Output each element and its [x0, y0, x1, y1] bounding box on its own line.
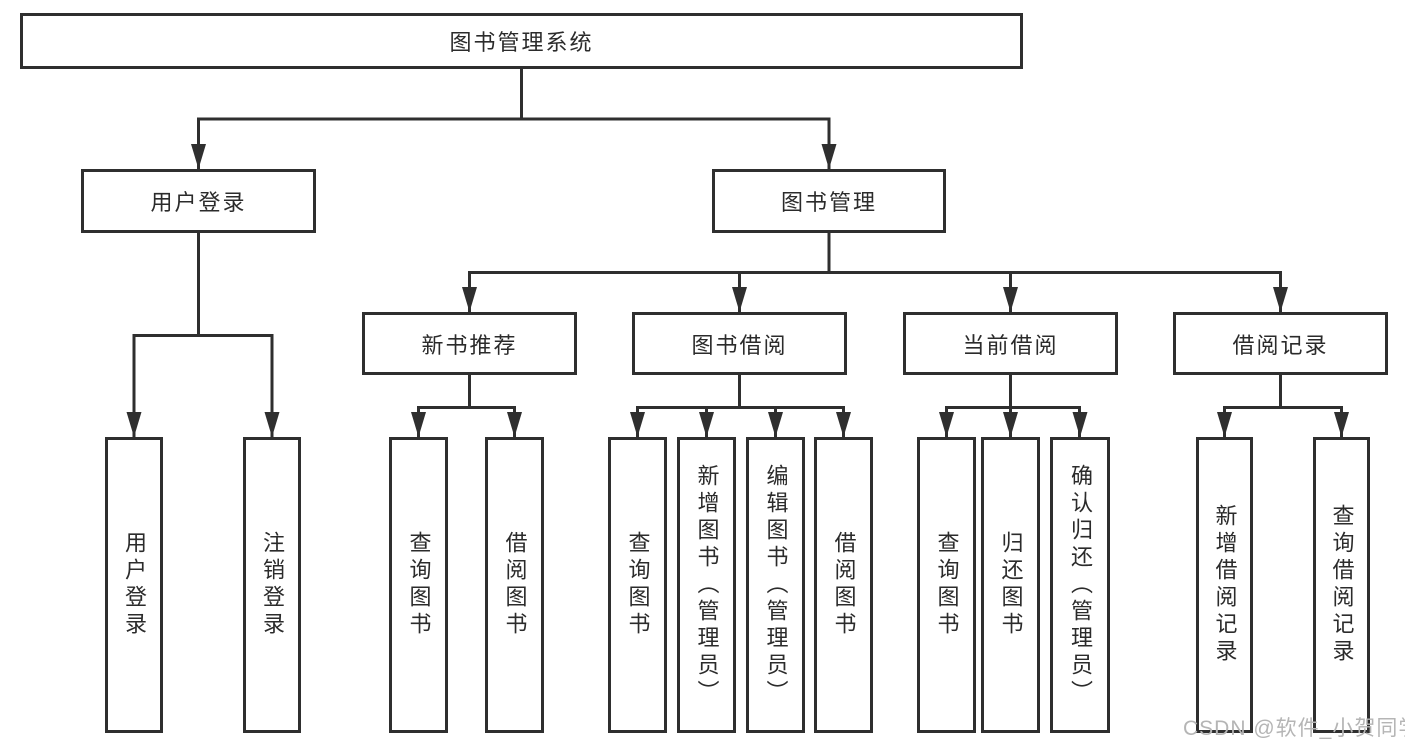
- arrowheads: [126, 144, 1349, 437]
- leaf-edit-books-admin: 编辑图书（管理员）: [746, 437, 805, 733]
- leaf-confirm-return-admin: 确认归还（管理员）: [1050, 437, 1110, 733]
- leaf-add-books-admin: 新增图书（管理员）: [677, 437, 736, 733]
- leaf-label: 查询图书: [406, 531, 432, 639]
- leaf-label: 查询图书: [934, 531, 960, 639]
- leaf-label: 确认归还（管理员）: [1068, 463, 1093, 707]
- csdn-watermark: CSDN @软件_小贺同学: [1183, 717, 1405, 740]
- leaf-query-books-3: 查询图书: [917, 437, 976, 733]
- leaf-label: 用户登录: [122, 531, 147, 639]
- leaf-label: 新增借阅记录: [1212, 504, 1238, 666]
- node-current-borrow: 当前借阅: [903, 312, 1118, 375]
- leaf-label: 编辑图书（管理员）: [763, 463, 789, 707]
- leaf-query-books-2: 查询图书: [608, 437, 667, 733]
- leaf-return-books: 归还图书: [981, 437, 1040, 733]
- leaf-borrow-books-2: 借阅图书: [814, 437, 873, 733]
- node-library-management-system: 图书管理系统: [20, 13, 1023, 69]
- leaf-label: 新增图书（管理员）: [694, 463, 720, 707]
- leaf-label: 借阅图书: [831, 531, 857, 639]
- node-book-borrow: 图书借阅: [632, 312, 847, 375]
- leaf-borrow-books-1: 借阅图书: [485, 437, 544, 733]
- leaf-add-borrow-record: 新增借阅记录: [1196, 437, 1253, 733]
- node-borrow-records: 借阅记录: [1173, 312, 1388, 375]
- node-book-management-branch: 图书管理: [712, 169, 946, 233]
- node-new-book-recommend: 新书推荐: [362, 312, 577, 375]
- leaf-label: 查询图书: [625, 531, 651, 639]
- leaf-user-login: 用户登录: [105, 437, 163, 733]
- leaf-label: 借阅图书: [502, 531, 528, 639]
- leaf-query-borrow-record: 查询借阅记录: [1313, 437, 1370, 733]
- leaf-query-books-1: 查询图书: [389, 437, 448, 733]
- leaf-logout: 注销登录: [243, 437, 301, 733]
- leaf-label: 查询借阅记录: [1329, 504, 1355, 666]
- leaf-label: 归还图书: [998, 531, 1024, 639]
- leaf-label: 注销登录: [260, 531, 285, 639]
- node-user-login-branch: 用户登录: [81, 169, 316, 233]
